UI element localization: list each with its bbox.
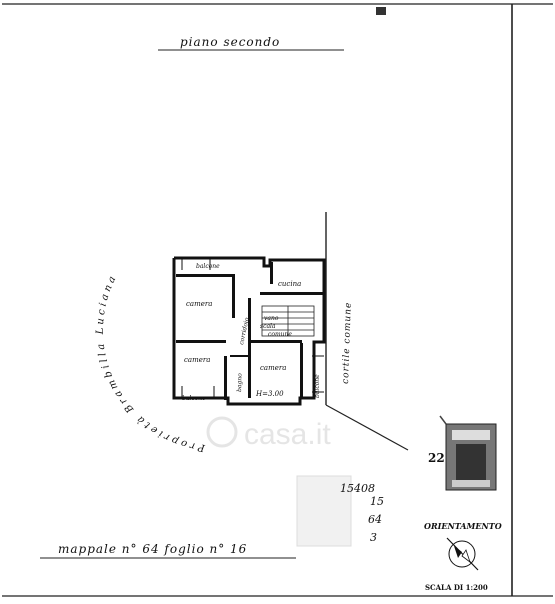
faded-label-box <box>296 475 352 547</box>
room-camera-right: camera <box>260 364 286 372</box>
room-camera-left: camera <box>184 356 210 364</box>
room-bagno: bagno <box>236 373 244 392</box>
courtyard-label: cortile comune <box>341 302 354 385</box>
outer-walls <box>172 256 326 406</box>
ref-3: 64 <box>368 513 382 526</box>
orientation-label: ORIENTAMENTO <box>424 521 502 531</box>
room-cucina: cucina <box>278 280 301 288</box>
compass-icon <box>446 537 479 571</box>
window-marks <box>181 258 324 398</box>
room-comune: comune <box>268 331 292 338</box>
staircase <box>261 305 315 337</box>
ref-1: 15408 <box>340 482 375 495</box>
tax-stamp: 22 <box>428 415 497 491</box>
mappale-foglio-label: mappale n° 64 foglio n° 16 <box>58 542 247 556</box>
interior-walls <box>176 274 324 400</box>
plan-title: piano secondo <box>180 35 280 49</box>
scale-label: SCALA DI 1:200 <box>425 583 488 592</box>
room-camera-top: camera <box>186 300 212 308</box>
watermark: casa.it <box>206 416 331 451</box>
courtyard-diagonal <box>325 404 409 451</box>
watermark-text: casa.it <box>244 418 331 451</box>
room-scala: scala <box>260 323 276 330</box>
corner-mark <box>376 7 386 15</box>
room-balcone-bottom: balcone <box>182 395 206 402</box>
ref-4: 3 <box>370 531 377 544</box>
room-balcone-top: balcone <box>196 263 220 270</box>
room-balcone-right: balcone <box>314 374 321 398</box>
cadastral-refs: 15408 15 64 3 <box>340 482 384 544</box>
ref-2: 15 <box>370 495 384 508</box>
watermark-logo-icon <box>206 416 238 448</box>
room-vano: vano <box>264 315 279 322</box>
ceiling-height: H=3.00 <box>255 390 284 398</box>
stamp-number: 22 <box>428 451 445 465</box>
